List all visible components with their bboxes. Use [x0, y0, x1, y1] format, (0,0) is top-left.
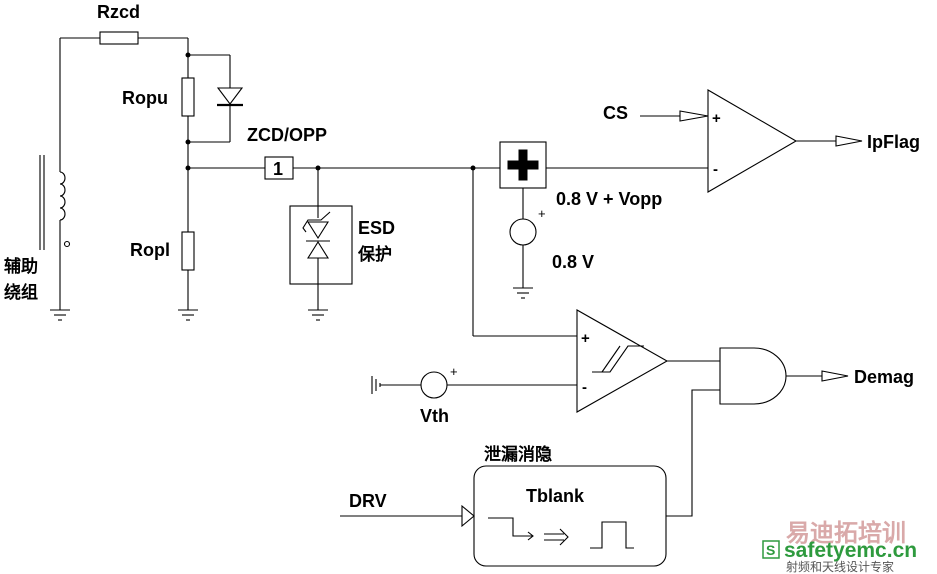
opp-comparator	[707, 89, 798, 193]
ropl-resistor	[181, 231, 195, 271]
and-gate	[719, 347, 787, 405]
zcd-plus-sign: +	[581, 330, 590, 347]
junction-dot	[185, 52, 191, 58]
tblank-label: Tblank	[526, 486, 585, 506]
aux-winding-ground	[50, 309, 70, 321]
diode	[188, 54, 244, 143]
drv-label: DRV	[349, 491, 387, 511]
zener-diode-icon	[302, 206, 331, 284]
zcd-comparator	[576, 309, 669, 413]
rzcd-label: Rzcd	[97, 2, 140, 22]
ipflag-label: IpFlag	[867, 132, 920, 152]
zcd-minus-sign: -	[582, 379, 587, 396]
watermark-logo: 易迪拓培训 S safetyemc.cn 射频和天线设计专家	[762, 519, 917, 574]
ref-voltage-source	[509, 218, 537, 246]
junction-dot	[185, 139, 191, 145]
vth-plus-sign: +	[450, 364, 458, 379]
esd-protection-box	[289, 205, 353, 285]
aux-winding-label-1: 辅助	[4, 256, 38, 277]
leb-title: 泄漏消隐	[484, 444, 552, 465]
ropl-ground	[178, 309, 198, 321]
step-signal-icon	[488, 517, 534, 541]
zcd-opp-label: ZCD/OPP	[247, 125, 327, 145]
leb-block	[473, 465, 667, 567]
cs-label: CS	[603, 103, 628, 123]
ref-source-ground	[513, 287, 533, 299]
ropu-resistor	[181, 77, 195, 117]
demag-label: Demag	[854, 367, 914, 387]
watermark-cn-title: 易迪拓培训	[786, 519, 906, 547]
opp-plus-sign: +	[712, 110, 721, 127]
esd-protection-label: 保护	[357, 244, 392, 265]
esd-ground	[308, 309, 328, 321]
ropl-label: Ropl	[130, 240, 170, 260]
vth-label: Vth	[420, 406, 449, 426]
esd-label: ESD	[358, 218, 395, 238]
adder-output-label: 0.8 V + Vopp	[556, 189, 662, 209]
pin-number: 1	[273, 159, 283, 179]
hysteresis-icon	[592, 345, 644, 373]
watermark-badge: S	[766, 542, 775, 558]
rzcd-resistor	[99, 31, 139, 45]
aux-winding-label-2: 绕组	[4, 282, 38, 303]
opp-minus-sign: -	[713, 161, 718, 178]
pulse-signal-icon	[590, 521, 634, 549]
vth-ground	[371, 376, 381, 394]
implies-arrow-icon	[544, 528, 569, 546]
auxiliary-winding	[39, 38, 71, 310]
vth-voltage-source	[420, 371, 448, 399]
ropu-label: Ropu	[122, 88, 168, 108]
source-plus-sign: +	[538, 206, 546, 221]
ref-source-label: 0.8 V	[552, 252, 594, 272]
plus-icon	[507, 149, 539, 181]
watermark-subtitle: 射频和天线设计专家	[786, 559, 894, 574]
watermark-site: safetyemc.cn	[784, 539, 917, 562]
